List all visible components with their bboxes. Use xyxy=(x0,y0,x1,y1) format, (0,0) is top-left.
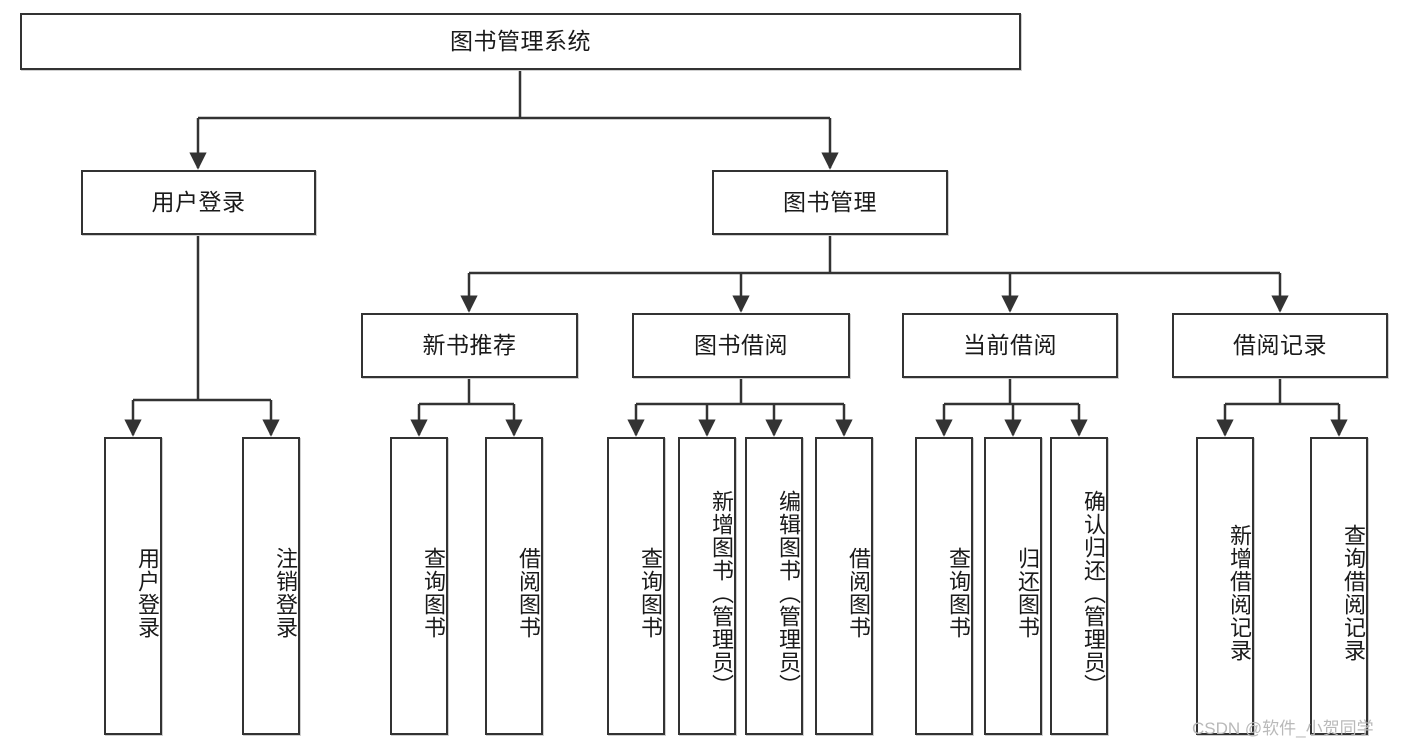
node-book-borrow[interactable]: 图书借阅 xyxy=(632,313,850,378)
leaf-add-borrow-record[interactable]: 新增借阅记录 xyxy=(1196,437,1254,735)
node-new-book-recommend[interactable]: 新书推荐 xyxy=(361,313,578,378)
node-user-login[interactable]: 用户登录 xyxy=(81,170,316,235)
leaf-borrow-book-label: 借阅图书 xyxy=(846,547,871,639)
node-new-book-recommend-label: 新书推荐 xyxy=(422,331,517,358)
watermark: CSDN @软件_小贺同学 xyxy=(1192,719,1374,738)
node-current-borrow-label: 当前借阅 xyxy=(963,331,1057,358)
leaf-query-borrow-record-label: 查询借阅记录 xyxy=(1341,524,1366,662)
leaf-query-book-current[interactable]: 查询图书 xyxy=(915,437,973,735)
leaf-add-book-label: 新增图书（管理员） xyxy=(709,489,734,697)
leaf-query-book-borrow-label: 查询图书 xyxy=(638,547,663,639)
leaf-query-borrow-record[interactable]: 查询借阅记录 xyxy=(1310,437,1368,735)
leaf-confirm-return-label: 确认归还（管理员） xyxy=(1081,489,1106,697)
leaf-query-book-borrow[interactable]: 查询图书 xyxy=(607,437,665,735)
node-borrow-records-label: 借阅记录 xyxy=(1233,331,1327,358)
node-current-borrow[interactable]: 当前借阅 xyxy=(902,313,1118,378)
leaf-add-borrow-record-label: 新增借阅记录 xyxy=(1227,524,1252,662)
node-book-management[interactable]: 图书管理 xyxy=(712,170,948,235)
leaf-borrow-book[interactable]: 借阅图书 xyxy=(815,437,873,735)
leaf-add-book[interactable]: 新增图书（管理员） xyxy=(678,437,736,735)
node-root-label: 图书管理系统 xyxy=(450,27,591,54)
node-book-borrow-label: 图书借阅 xyxy=(694,331,788,358)
leaf-query-book-current-label: 查询图书 xyxy=(946,547,971,639)
leaf-user-logout[interactable]: 注销登录 xyxy=(242,437,300,735)
leaf-user-login[interactable]: 用户登录 xyxy=(104,437,162,735)
leaf-edit-book-label: 编辑图书（管理员） xyxy=(776,489,801,697)
leaf-query-book-newbook[interactable]: 查询图书 xyxy=(390,437,448,735)
leaf-query-book-newbook-label: 查询图书 xyxy=(421,547,446,639)
leaf-return-book[interactable]: 归还图书 xyxy=(984,437,1042,735)
leaf-user-logout-label: 注销登录 xyxy=(273,547,298,639)
leaf-borrow-book-newbook[interactable]: 借阅图书 xyxy=(485,437,543,735)
node-user-login-label: 用户登录 xyxy=(151,188,246,215)
leaf-confirm-return[interactable]: 确认归还（管理员） xyxy=(1050,437,1108,735)
node-book-management-label: 图书管理 xyxy=(783,188,877,215)
leaf-borrow-book-newbook-label: 借阅图书 xyxy=(516,547,541,639)
node-root[interactable]: 图书管理系统 xyxy=(20,13,1021,70)
node-borrow-records[interactable]: 借阅记录 xyxy=(1172,313,1388,378)
leaf-user-login-label: 用户登录 xyxy=(135,547,160,639)
leaf-edit-book[interactable]: 编辑图书（管理员） xyxy=(745,437,803,735)
leaf-return-book-label: 归还图书 xyxy=(1015,547,1040,639)
